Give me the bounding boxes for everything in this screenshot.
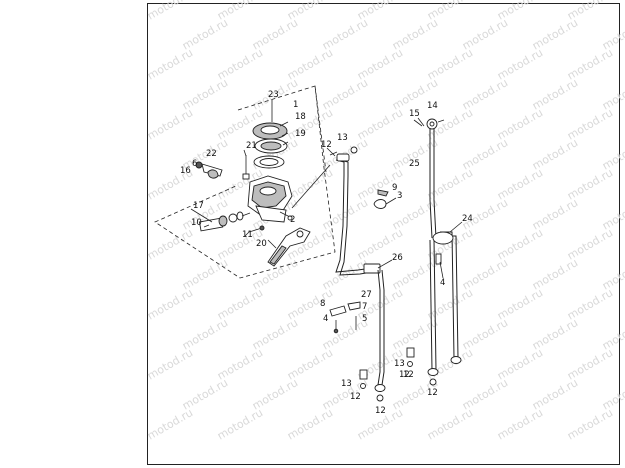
callout-10: 10	[191, 218, 202, 228]
callout-13-bottom-left: 13	[341, 379, 352, 389]
callout-26: 26	[392, 253, 403, 263]
callout-25: 25	[409, 159, 420, 169]
callout-12-mid-low: 12	[399, 370, 410, 380]
callout-24: 24	[462, 214, 473, 224]
callout-13-mid: 13	[394, 359, 405, 369]
callout-labels: 23 1 18 19 21 13 12 22 6 16 17 10 11 2 2…	[180, 90, 473, 416]
callout-3: 3	[397, 191, 402, 201]
callout-7: 7	[362, 302, 367, 312]
callout-14: 14	[427, 101, 438, 111]
brake-lever-icon	[267, 227, 311, 267]
callout-2: 2	[290, 215, 295, 225]
callout-4-right: 4	[440, 278, 445, 288]
callout-18: 18	[295, 112, 306, 122]
callout-23: 23	[268, 90, 279, 100]
leader-lines	[190, 100, 463, 279]
piston-icon	[198, 211, 251, 232]
callout-12-bottom: 12	[375, 406, 386, 416]
callout-5: 5	[362, 314, 367, 324]
callout-4-left: 4	[323, 314, 328, 324]
hardware-icon	[329, 301, 361, 334]
callout-12-mid: 12	[403, 370, 414, 380]
callout-12-right: 12	[427, 388, 438, 398]
reservoir-cap-icon	[252, 121, 289, 169]
callout-15: 15	[409, 109, 420, 119]
callout-16: 16	[180, 166, 191, 176]
pin-icon	[242, 155, 250, 180]
callout-1: 1	[293, 100, 298, 110]
callout-21: 21	[246, 141, 257, 151]
rear-brake-line-icon	[413, 118, 462, 386]
callout-12-bottom-left: 12	[350, 392, 361, 402]
callout-6: 6	[192, 159, 197, 169]
line-clip-icon	[373, 189, 397, 209]
clamp-icon	[195, 161, 223, 179]
callout-22: 22	[206, 149, 217, 159]
callout-20: 20	[256, 239, 267, 249]
callout-11: 11	[242, 230, 253, 240]
banjo-bolt-icon	[359, 347, 415, 389]
callout-12-top: 12	[321, 140, 332, 150]
upper-brake-line-icon	[291, 146, 373, 276]
callout-19: 19	[295, 129, 306, 139]
callout-9: 9	[392, 183, 397, 193]
callout-27: 27	[361, 290, 372, 300]
callout-13-top: 13	[337, 133, 348, 143]
callout-17: 17	[193, 201, 204, 211]
callout-8: 8	[320, 299, 325, 309]
master-cylinder-icon	[247, 175, 293, 223]
lower-brake-line-icon	[363, 263, 386, 402]
